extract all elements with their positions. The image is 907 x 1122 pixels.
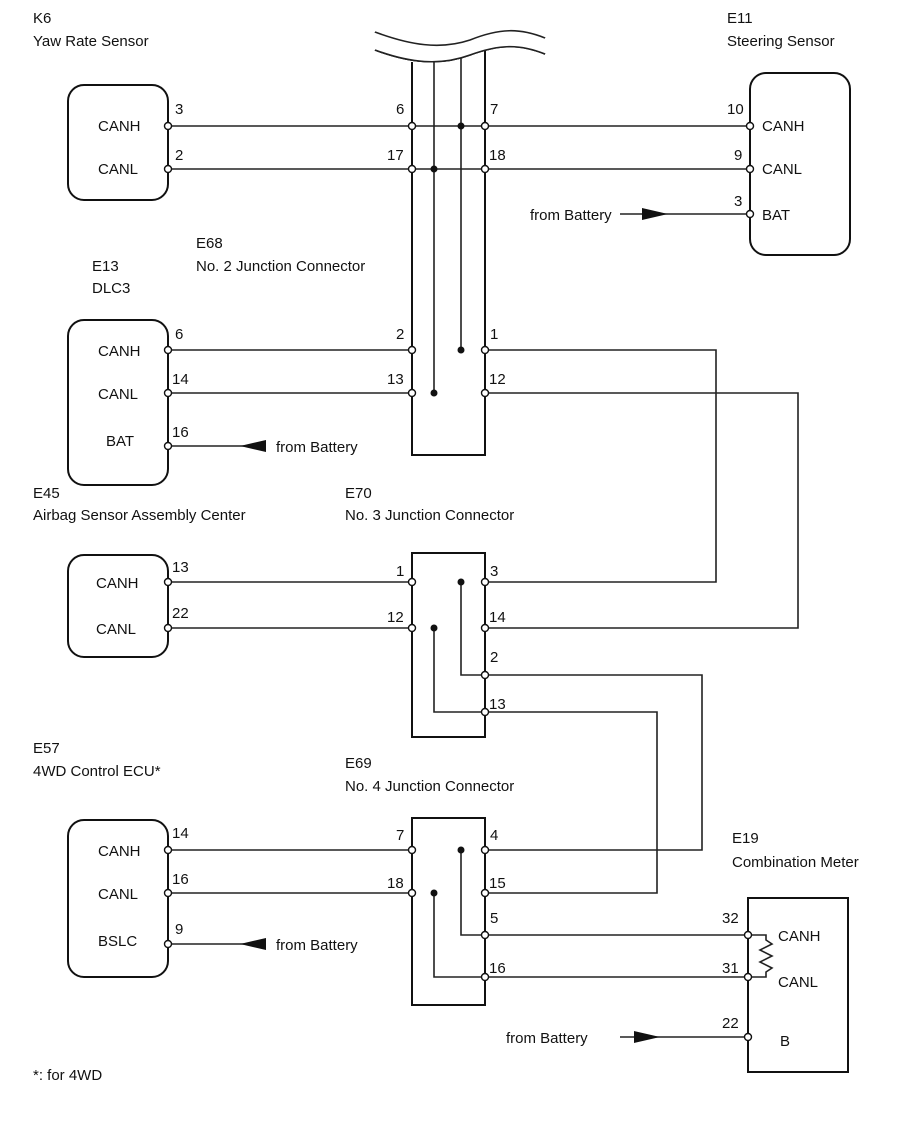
pin-number: 7 <box>490 101 498 118</box>
arrow-right-icon <box>642 208 668 220</box>
pin-number: 12 <box>489 371 506 388</box>
pin-number: 14 <box>489 609 506 626</box>
pin-number: 1 <box>490 326 498 343</box>
pin-number: 22 <box>722 1015 739 1032</box>
e57-bslc-label: BSLC <box>98 933 137 950</box>
battery-arrows <box>240 208 668 1043</box>
e13-canh-label: CANH <box>98 343 141 360</box>
e19-name: Combination Meter <box>732 854 859 871</box>
e57-canl-label: CANL <box>98 886 138 903</box>
e69-code: E69 <box>345 755 372 772</box>
e45-canh-label: CANH <box>96 575 139 592</box>
e13-bat-label: BAT <box>106 433 134 450</box>
e19-canh-label: CANH <box>778 928 821 945</box>
pin-number: 12 <box>387 609 404 626</box>
e57-name: 4WD Control ECU* <box>33 763 161 780</box>
e13-canl-label: CANL <box>98 386 138 403</box>
e57-box <box>67 819 169 978</box>
e13-name: DLC3 <box>92 280 130 297</box>
pin-number: 16 <box>172 424 189 441</box>
pin-number: 6 <box>396 101 404 118</box>
pin-number: 17 <box>387 147 404 164</box>
pin-number: 3 <box>490 563 498 580</box>
e11-canl-label: CANL <box>762 161 802 178</box>
e11-battery-label: from Battery <box>530 207 612 224</box>
k6-canh-label: CANH <box>98 118 141 135</box>
e57-canh-label: CANH <box>98 843 141 860</box>
e57-code: E57 <box>33 740 60 757</box>
pin-number: 2 <box>490 649 498 666</box>
arrow-right-icon <box>634 1031 660 1043</box>
pin-number: 14 <box>172 371 189 388</box>
e70-connector <box>411 552 486 738</box>
e68-code: E68 <box>196 235 223 252</box>
pin-number: 13 <box>387 371 404 388</box>
e68-name: No. 2 Junction Connector <box>196 258 365 275</box>
pin-number: 10 <box>727 101 744 118</box>
pin-number: 13 <box>172 559 189 576</box>
k6-code: K6 <box>33 10 51 27</box>
e11-canh-label: CANH <box>762 118 805 135</box>
e45-canl-label: CANL <box>96 621 136 638</box>
pin-number: 18 <box>387 875 404 892</box>
pin-numbers: 3 2 10 9 3 6 17 2 13 7 18 1 12 6 14 16 1… <box>172 101 744 1032</box>
pin-number: 1 <box>396 563 404 580</box>
pin-number: 13 <box>489 696 506 713</box>
e19-battery-label: from Battery <box>506 1030 588 1047</box>
e11-name: Steering Sensor <box>727 33 835 50</box>
footnote: *: for 4WD <box>33 1067 102 1084</box>
e19-box <box>747 897 849 1073</box>
e19-canl-label: CANL <box>778 974 818 991</box>
e19-code: E19 <box>732 830 759 847</box>
e11-box <box>749 72 851 256</box>
e19-b-label: B <box>780 1033 790 1050</box>
pin-terminals <box>163 121 755 1042</box>
pin-number: 9 <box>175 921 183 938</box>
e57-battery-label: from Battery <box>276 937 358 954</box>
pin-number: 31 <box>722 960 739 977</box>
e13-box <box>67 319 169 486</box>
pin-number: 6 <box>175 326 183 343</box>
pin-number: 22 <box>172 605 189 622</box>
pin-number: 16 <box>489 960 506 977</box>
pin-number: 16 <box>172 871 189 888</box>
e69-connector <box>411 817 486 1006</box>
pin-number: 18 <box>489 147 506 164</box>
e13-code: E13 <box>92 258 119 275</box>
pin-number: 3 <box>175 101 183 118</box>
pin-number: 5 <box>490 910 498 927</box>
e70-code: E70 <box>345 485 372 502</box>
e11-bat-label: BAT <box>762 207 790 224</box>
e45-name: Airbag Sensor Assembly Center <box>33 507 246 524</box>
e11-code: E11 <box>727 10 753 27</box>
k6-box <box>67 84 169 201</box>
splice-dots <box>430 122 465 897</box>
wires <box>168 125 799 1038</box>
k6-canl-label: CANL <box>98 161 138 178</box>
arrow-left-icon <box>240 440 266 452</box>
pin-number: 7 <box>396 827 404 844</box>
e13-battery-label: from Battery <box>276 439 358 456</box>
e68-connector <box>374 0 546 456</box>
e45-code: E45 <box>33 485 60 502</box>
pin-number: 3 <box>734 193 742 210</box>
pin-number: 14 <box>172 825 189 842</box>
terminator-resistor-icon <box>748 934 774 978</box>
pin-number: 4 <box>490 827 498 844</box>
e70-name: No. 3 Junction Connector <box>345 507 514 524</box>
e69-name: No. 4 Junction Connector <box>345 778 514 795</box>
pin-number: 2 <box>396 326 404 343</box>
pin-number: 15 <box>489 875 506 892</box>
arrow-left-icon <box>240 938 266 950</box>
pin-number: 2 <box>175 147 183 164</box>
pin-number: 32 <box>722 910 739 927</box>
pin-number: 9 <box>734 147 742 164</box>
e45-box <box>67 554 169 658</box>
k6-name: Yaw Rate Sensor <box>33 33 149 50</box>
